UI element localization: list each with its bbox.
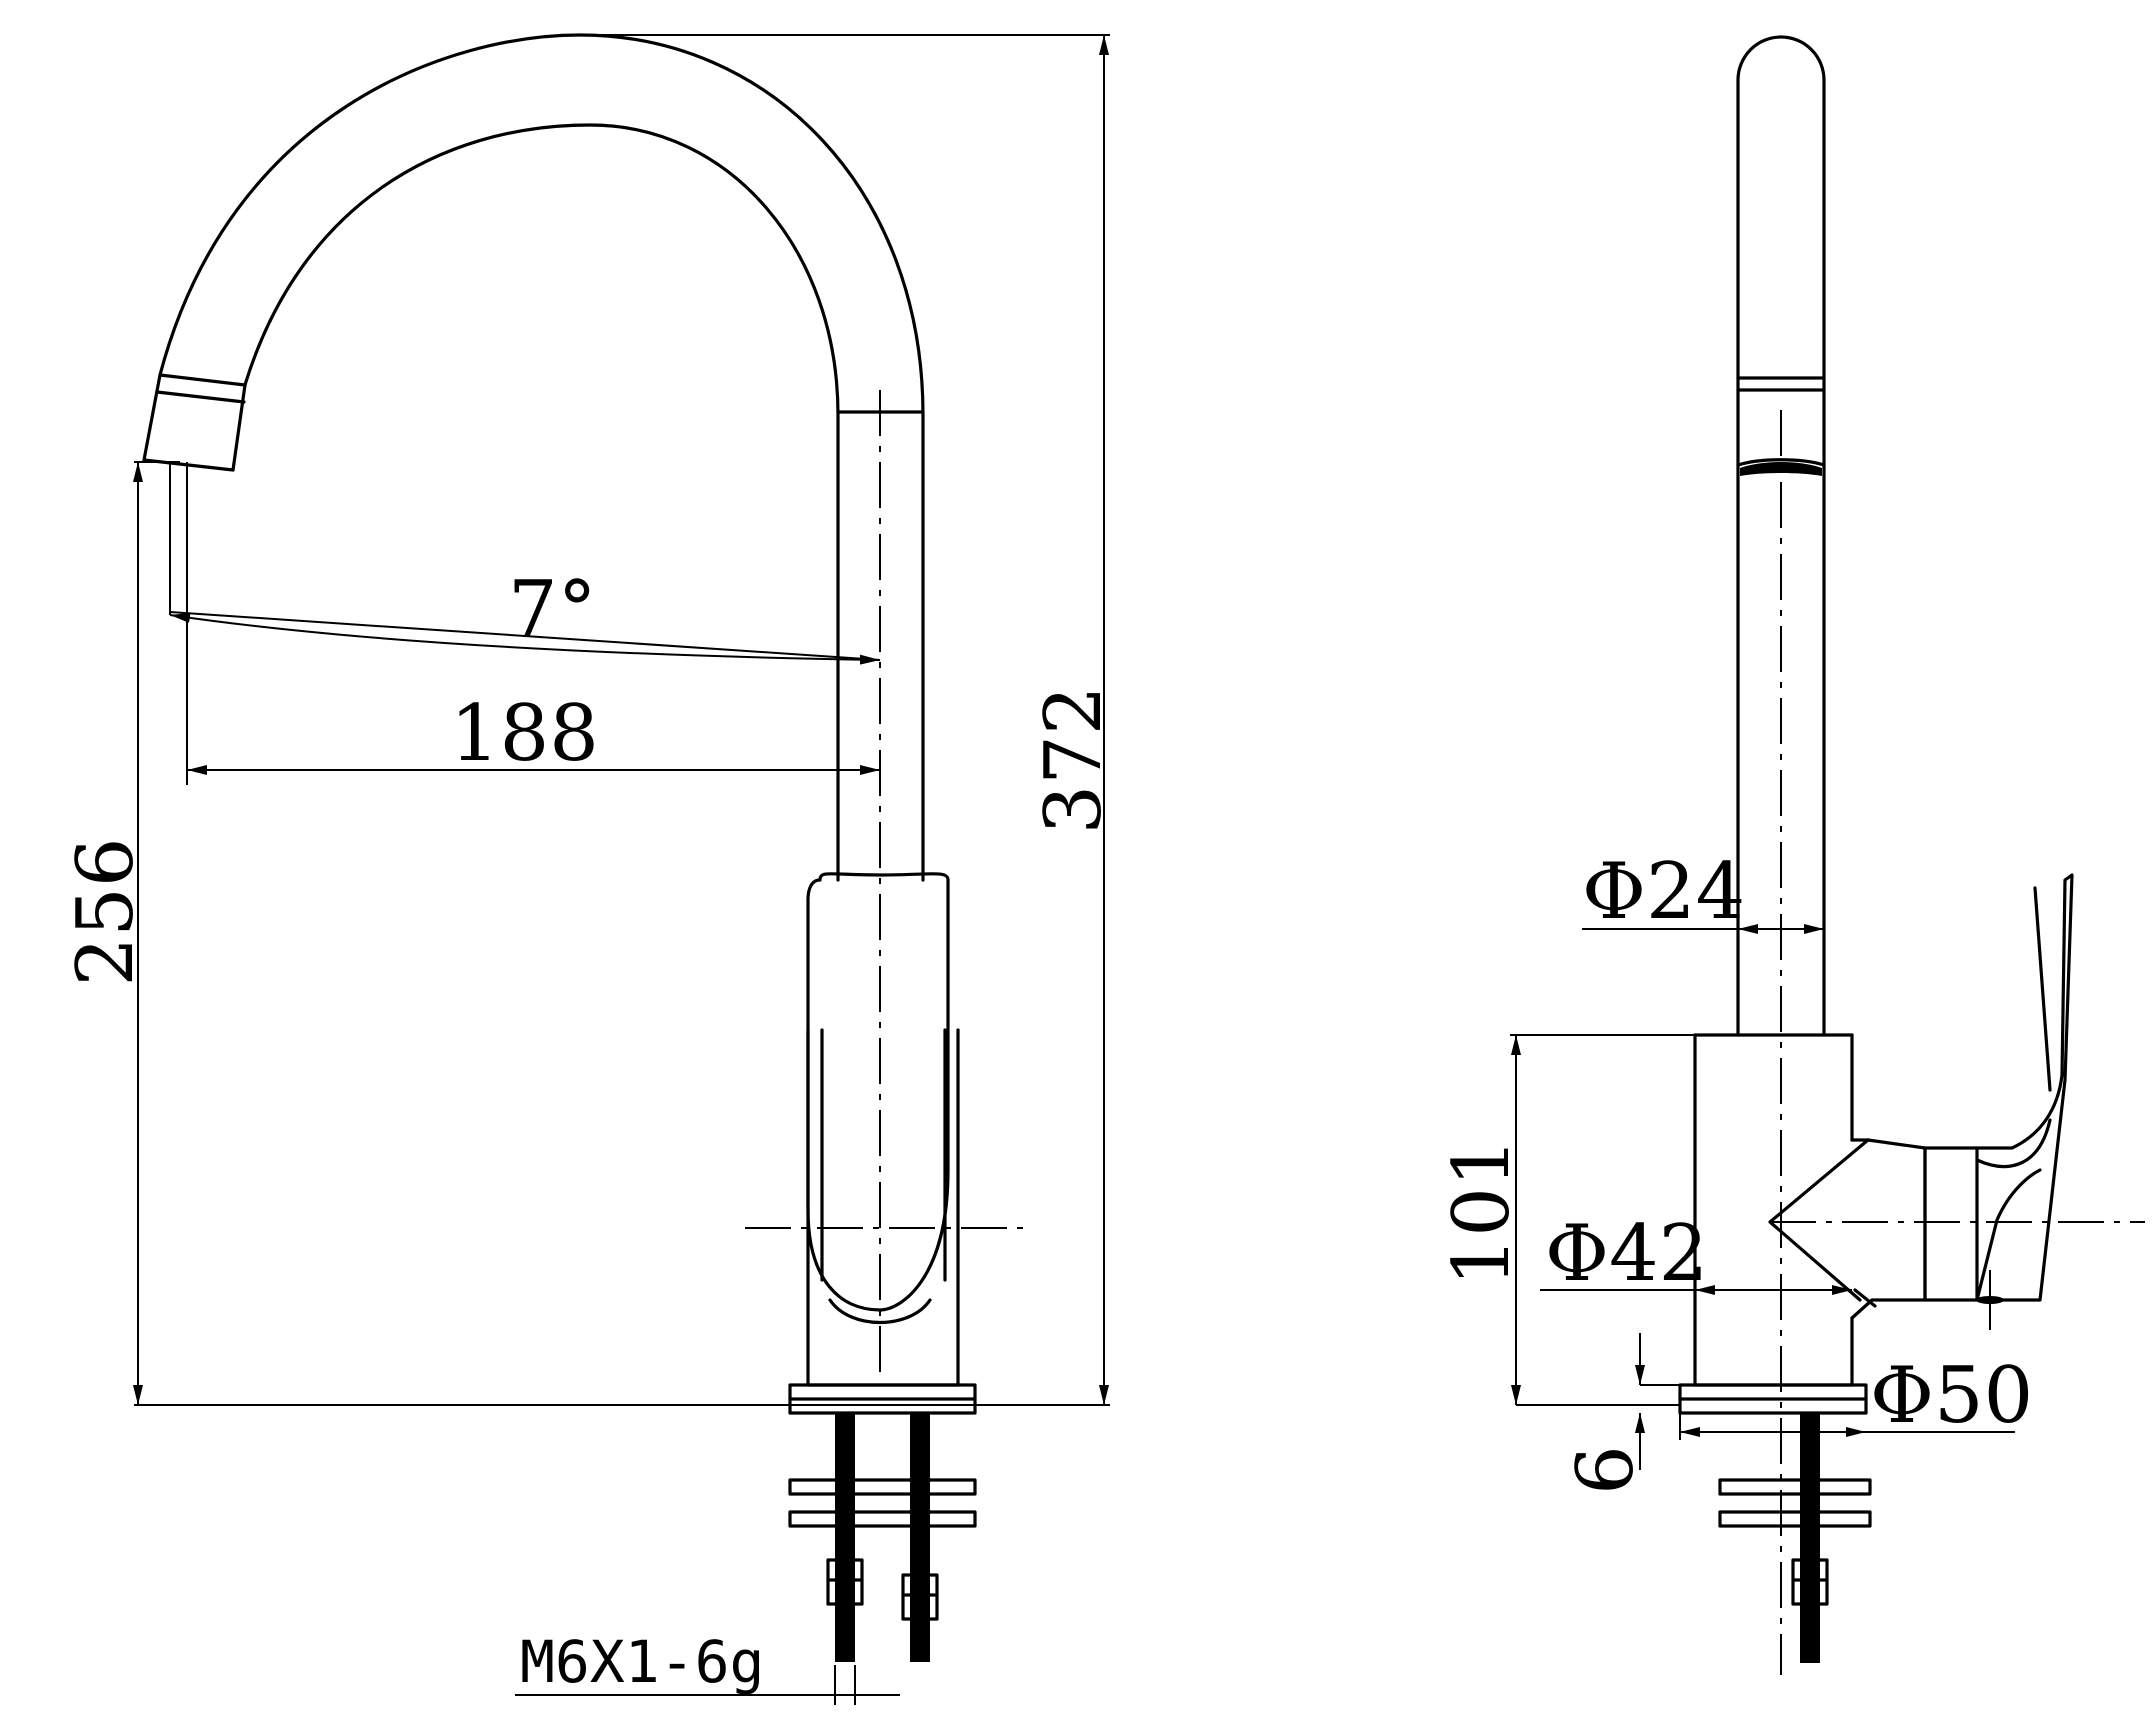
aerator bbox=[142, 373, 247, 472]
mounting-studs bbox=[788, 1413, 977, 1662]
total-height-label: 372 bbox=[1029, 686, 1119, 835]
side-spout-tube bbox=[1736, 35, 1826, 1037]
base-diameter-label: Φ50 bbox=[1870, 1351, 2033, 1441]
body-housing bbox=[806, 1028, 960, 1387]
front-view: 7° 188 256 372 M6X1-6g bbox=[61, 33, 1119, 1705]
spout-angle-label: 7° bbox=[508, 565, 597, 655]
body-diameter-label: Φ42 bbox=[1545, 1209, 1708, 1299]
spout-diameter-label: Φ24 bbox=[1582, 847, 1745, 937]
side-body bbox=[1693, 1033, 1854, 1387]
thread-spec-label: M6X1-6g bbox=[520, 1628, 764, 1696]
side-handle-lever bbox=[1975, 873, 2074, 1302]
side-view: Φ24 Φ42 101 6 bbox=[1437, 35, 2145, 1675]
spout-inner-outline bbox=[231, 123, 840, 882]
faucet-body bbox=[806, 872, 950, 1312]
body-height-label: 101 bbox=[1437, 1138, 1527, 1287]
base-thickness-label: 6 bbox=[1561, 1445, 1651, 1495]
side-mounting-stud bbox=[1718, 1413, 1872, 1663]
spout-reach-label: 188 bbox=[450, 689, 599, 779]
outlet-height-label: 256 bbox=[61, 838, 151, 987]
